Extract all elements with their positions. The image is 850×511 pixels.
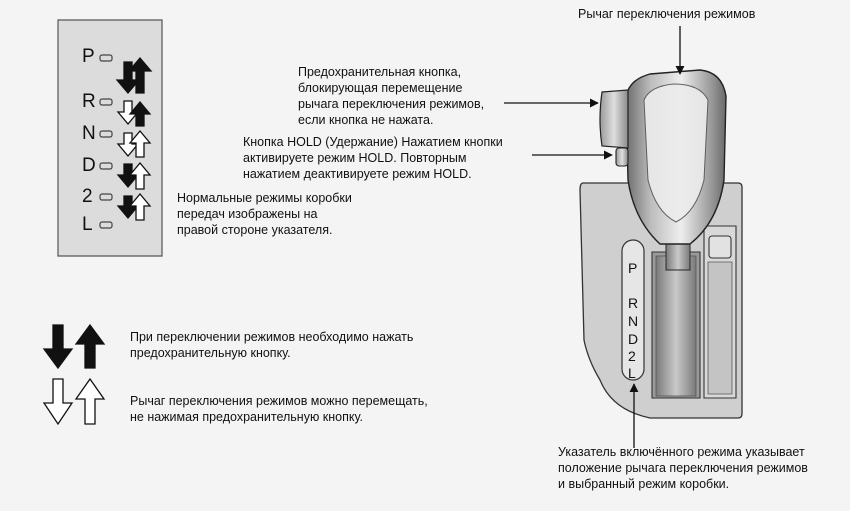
indicator-letter-r: R <box>628 295 639 311</box>
legend-free-move: Рычаг переключения режимов можно перемещ… <box>130 394 428 424</box>
gate-letter-r: R <box>82 91 96 112</box>
arrow-up-filled-icon <box>127 56 153 94</box>
arrow-down-outline-icon <box>116 100 140 126</box>
arrow-up-filled-icon <box>128 100 152 127</box>
gate-arrows-up <box>127 56 153 221</box>
lever-label: Рычаг переключения режимов <box>578 7 756 21</box>
arrow-up-outline-icon <box>74 377 106 425</box>
callout-lines <box>504 26 685 448</box>
gate-letter-2: 2 <box>82 186 93 207</box>
shifter-base <box>579 182 743 419</box>
gate-letter-d: D <box>82 155 96 176</box>
arrow-down-filled-icon <box>42 324 74 370</box>
legend-filled-arrows <box>42 323 106 370</box>
shift-lever <box>599 69 727 271</box>
hold-button-label: Кнопка HOLD (Удержание) Нажатием кнопки … <box>243 135 503 181</box>
legend-outline-arrows <box>42 377 106 426</box>
gate-letter-n: N <box>82 123 96 144</box>
indicator-letter-2: 2 <box>628 348 636 364</box>
indicator-letter-p: P <box>628 260 638 276</box>
indicator-letter-l: L <box>628 365 636 381</box>
arrow-down-filled-icon <box>116 195 140 220</box>
arrow-up-outline-icon <box>128 192 152 221</box>
normal-modes-label: Нормальные режимы коробки передач изобра… <box>177 191 352 237</box>
arrow-up-outline-icon <box>128 161 152 190</box>
legend-press-required: При переключении режимов необходимо нажа… <box>130 330 414 360</box>
arrow-up-outline-icon <box>128 129 152 158</box>
indicator-letter-d: D <box>628 331 639 347</box>
gate-letter-l: L <box>82 214 93 235</box>
arrow-down-filled-icon <box>116 163 140 189</box>
indicator-note-label: Указатель включённого режима указывает п… <box>558 445 808 491</box>
indicator-letter-n: N <box>628 313 639 329</box>
arrow-down-filled-icon <box>115 61 141 95</box>
safety-button-label: Предохранительная кнопка, блокирующая пе… <box>298 65 485 127</box>
arrow-down-outline-icon <box>42 378 74 426</box>
gate-arrows-down <box>115 61 141 220</box>
gate-letter-p: P <box>82 46 95 67</box>
arrow-down-outline-icon <box>116 132 140 158</box>
arrow-up-filled-icon <box>74 323 106 369</box>
